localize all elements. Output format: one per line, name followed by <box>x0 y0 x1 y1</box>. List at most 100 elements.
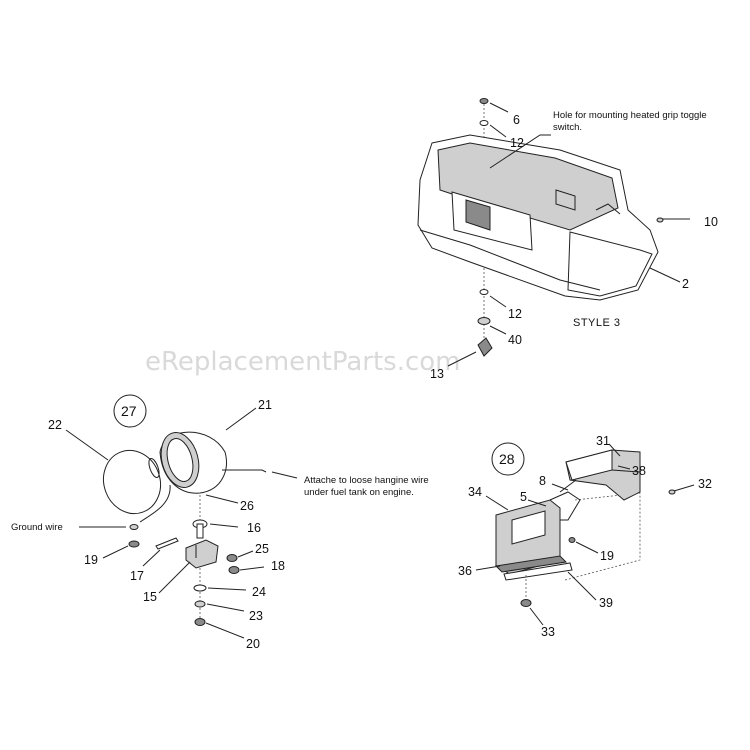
part-number-26: 26 <box>240 499 254 513</box>
nut-20 <box>194 618 206 626</box>
leader-2 <box>649 267 681 283</box>
headlight-assembly: 27 <box>11 394 429 651</box>
callout-27: 27 <box>121 403 137 419</box>
part-number-20: 20 <box>246 637 260 651</box>
leader-22 <box>65 429 109 461</box>
leader-19 <box>102 545 129 559</box>
leader-36 <box>475 565 501 571</box>
watermark: eReplacementParts.com <box>145 347 461 377</box>
leader-12b <box>489 295 507 308</box>
leader-38 <box>617 465 631 470</box>
rear-plate-outline <box>564 492 641 581</box>
part-number-21: 21 <box>258 398 272 412</box>
headlight-lens <box>103 449 161 515</box>
part-number-38: 38 <box>632 464 646 478</box>
leader-12a <box>489 124 507 138</box>
part-number-5: 5 <box>520 490 527 504</box>
part-number-24: 24 <box>252 585 266 599</box>
bracket-arm-edge <box>559 479 577 493</box>
part-number-34: 34 <box>468 485 482 499</box>
washer-12-top <box>479 120 489 126</box>
leader-19-right <box>575 541 599 554</box>
leader-6 <box>489 102 509 113</box>
part-number-36: 36 <box>458 564 472 578</box>
part-number-25: 25 <box>255 542 269 556</box>
leader-17 <box>142 549 161 567</box>
hood-side-panel <box>567 231 653 297</box>
leader-40 <box>489 325 507 335</box>
ground-wire-line <box>139 484 171 523</box>
hood-switch-mount <box>555 189 576 211</box>
part-number-15: 15 <box>143 590 157 604</box>
leader-33 <box>529 607 544 626</box>
hood-bottom-edge <box>419 229 601 291</box>
part-number-19-left: 19 <box>84 553 98 567</box>
callout-28: 28 <box>499 451 515 467</box>
callout-27-circle <box>113 394 147 428</box>
housing-opening <box>166 438 194 482</box>
part-number-2: 2 <box>682 277 689 291</box>
part-number-8: 8 <box>539 474 546 488</box>
bracket-arm-8 <box>549 491 581 521</box>
hood-assembly: 6 12 10 2 12 40 13 Hole for mounting hea… <box>417 98 718 381</box>
nut-25 <box>226 554 238 562</box>
leader-20 <box>205 622 245 639</box>
base-rail-39 <box>503 562 573 581</box>
part-number-10: 10 <box>704 215 718 229</box>
base-rail-36 <box>494 555 568 573</box>
nut-33 <box>520 599 532 607</box>
washer-12-bottom <box>479 289 489 295</box>
part-number-23: 23 <box>249 609 263 623</box>
leader-toggle-hole <box>489 134 551 169</box>
bracket-assembly: 28 31 38 8 <box>458 434 712 639</box>
toggle-switch-13 <box>477 337 493 357</box>
washer-24 <box>193 584 207 592</box>
nut-40 <box>477 317 491 325</box>
leader-hang-wire <box>271 471 298 479</box>
part-number-16: 16 <box>247 521 261 535</box>
part-number-19-right: 19 <box>600 549 614 563</box>
part-number-31: 31 <box>596 434 610 448</box>
part-number-40: 40 <box>508 333 522 347</box>
leader-39 <box>567 571 597 601</box>
leader-25 <box>237 550 254 558</box>
part-number-22: 22 <box>48 418 62 432</box>
leader-32 <box>673 484 695 492</box>
part-number-33: 33 <box>541 625 555 639</box>
nut-18 <box>228 566 240 574</box>
leader-26 <box>205 494 239 504</box>
washer-19-upper <box>129 524 139 530</box>
leader-15 <box>158 561 191 594</box>
leader-21 <box>225 407 257 431</box>
leader-13 <box>447 351 477 367</box>
toggle-hole-note-line2: switch. <box>553 122 582 133</box>
leader-34 <box>485 495 509 511</box>
callout-28-circle <box>491 442 525 476</box>
part-number-17: 17 <box>130 569 144 583</box>
part-number-12-bottom: 12 <box>508 307 522 321</box>
leader-16 <box>209 523 239 528</box>
bolt-17 <box>155 537 179 550</box>
part-number-18: 18 <box>271 559 285 573</box>
leader-18 <box>239 566 265 571</box>
screw-head-6 <box>479 98 489 104</box>
leader-8 <box>551 483 569 491</box>
bolt-16-shank <box>196 523 204 539</box>
lens-rim-detail <box>148 458 160 478</box>
part-number-6: 6 <box>513 113 520 127</box>
leader-5 <box>527 499 547 507</box>
screw-32 <box>668 489 676 495</box>
toggle-hole-note-line1: Hole for mounting heated grip toggle <box>553 110 707 121</box>
washer-23 <box>194 600 206 608</box>
cover-edge <box>611 450 641 473</box>
headlight-wire <box>222 469 267 473</box>
leader-24 <box>207 587 247 591</box>
bracket-cutout <box>511 510 546 545</box>
mounting-bracket-15 <box>185 539 219 569</box>
part-number-13: 13 <box>430 367 444 381</box>
leader-31 <box>608 443 621 457</box>
screw-10 <box>656 217 664 223</box>
nut-19 <box>128 540 140 548</box>
hood-window <box>465 199 491 231</box>
